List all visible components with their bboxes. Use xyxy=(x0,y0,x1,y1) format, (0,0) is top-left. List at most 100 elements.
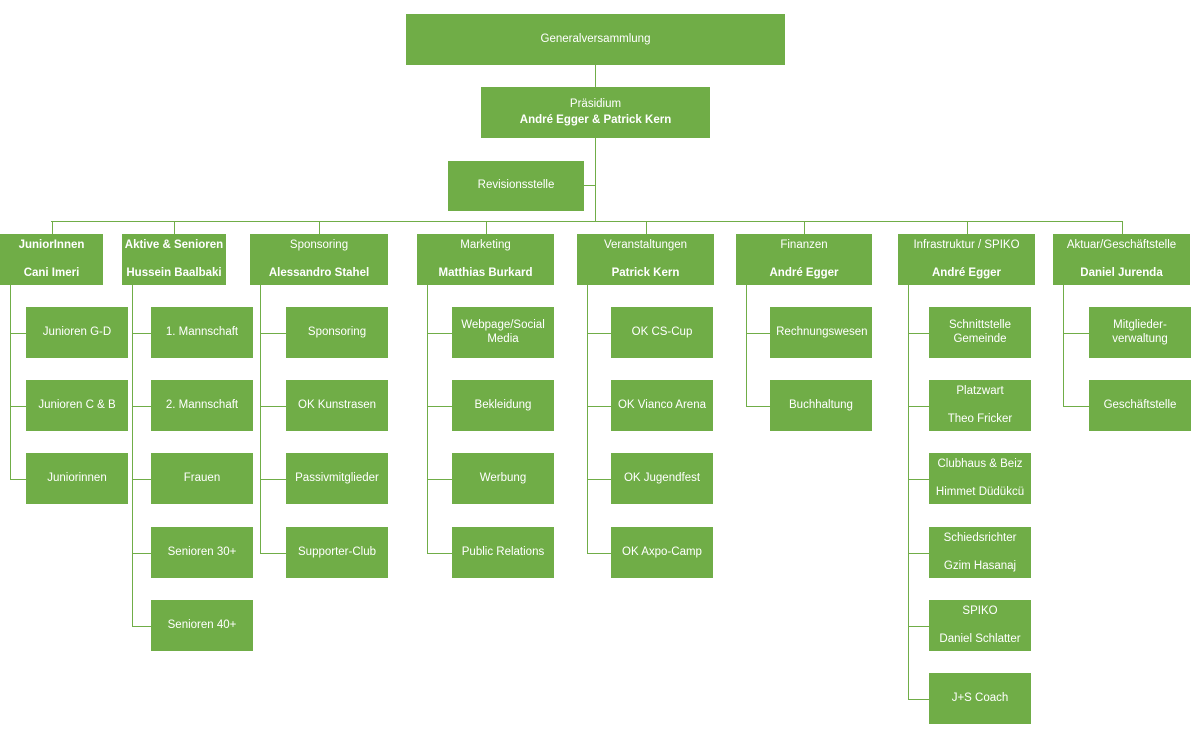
sub-unit-label: Mitglieder-verwaltung xyxy=(1112,318,1168,345)
sub-unit-label: 2. Mannschaft xyxy=(165,398,239,411)
sub-unit-label: Webpage/Social Media xyxy=(461,318,545,345)
connector-line xyxy=(587,479,611,480)
sub-unit-box[interactable]: Buchhaltung xyxy=(770,380,872,431)
connector-line xyxy=(427,285,428,553)
sub-unit-box[interactable]: Bekleidung xyxy=(452,380,554,431)
connector-line xyxy=(260,285,261,553)
connector-line xyxy=(587,553,611,554)
connector-line xyxy=(1063,285,1064,406)
sub-unit-box[interactable]: Mitglieder-verwaltung xyxy=(1089,307,1191,358)
connector-line xyxy=(587,285,588,553)
connector-line xyxy=(1063,406,1089,407)
sub-unit-box[interactable]: Schnittstelle Gemeinde xyxy=(929,307,1031,358)
sub-unit-label: Schiedsrichter xyxy=(943,531,1017,544)
department-title: JuniorInnen xyxy=(18,238,85,251)
sub-unit-box[interactable]: Public Relations xyxy=(452,527,554,578)
sub-unit-label: Buchhaltung xyxy=(789,398,853,411)
connector-line xyxy=(646,221,647,234)
sub-unit-box[interactable]: Werbung xyxy=(452,453,554,504)
sub-unit-label: OK Kunstrasen xyxy=(298,398,376,411)
sub-unit-label: Clubhaus & Beiz xyxy=(937,457,1023,470)
sub-unit-label: Supporter-Club xyxy=(298,545,376,558)
connector-line xyxy=(10,479,26,480)
department-lead: Alessandro Stahel xyxy=(268,266,370,279)
revisionsstelle-box[interactable]: Revisionsstelle xyxy=(448,161,584,211)
connector-line xyxy=(52,221,53,234)
sub-unit-label: OK Axpo-Camp xyxy=(622,545,702,558)
connector-line xyxy=(10,333,26,334)
sub-unit-label: 1. Mannschaft xyxy=(165,325,239,338)
connector-line xyxy=(486,221,487,234)
department-lead: Matthias Burkard xyxy=(438,266,533,279)
sub-unit-box[interactable]: Junioren G-D xyxy=(26,307,128,358)
connector-line xyxy=(1122,221,1123,234)
sub-unit-lead: Himmet Düdükcü xyxy=(935,485,1025,498)
sub-unit-box[interactable]: Frauen xyxy=(151,453,253,504)
sub-unit-box[interactable]: Geschäftstelle xyxy=(1089,380,1191,431)
sub-unit-label: Public Relations xyxy=(461,545,545,558)
sub-unit-box[interactable]: Senioren 40+ xyxy=(151,600,253,651)
sub-unit-label: OK CS-Cup xyxy=(631,325,693,338)
connector-line xyxy=(587,406,611,407)
revisionsstelle-label: Revisionsstelle xyxy=(477,179,555,192)
sub-unit-box[interactable]: Sponsoring xyxy=(286,307,388,358)
generalversammlung-box[interactable]: Generalversammlung xyxy=(406,14,785,65)
department-title: Aktive & Senioren xyxy=(124,238,224,251)
sub-unit-box[interactable]: Juniorinnen xyxy=(26,453,128,504)
sub-unit-box[interactable]: Supporter-Club xyxy=(286,527,388,578)
connector-line xyxy=(908,553,929,554)
sub-unit-label: J+S Coach xyxy=(951,691,1009,704)
sub-unit-box[interactable]: OK Vianco Arena xyxy=(611,380,713,431)
sub-unit-box[interactable]: Webpage/Social Media xyxy=(452,307,554,358)
connector-line xyxy=(908,285,909,699)
sub-unit-label: Juniorinnen xyxy=(47,471,107,484)
connector-line xyxy=(587,333,611,334)
praesidium-box[interactable]: Präsidium André Egger & Patrick Kern xyxy=(481,87,710,138)
connector-line xyxy=(260,553,286,554)
connector-line xyxy=(10,406,26,407)
praesidium-title: Präsidium xyxy=(569,97,622,110)
sub-unit-label: SPIKO xyxy=(962,604,998,617)
department-title: Finanzen xyxy=(780,238,828,251)
sub-unit-box[interactable]: Junioren C & B xyxy=(26,380,128,431)
connector-line xyxy=(746,333,770,334)
sub-unit-box[interactable]: 1. Mannschaft xyxy=(151,307,253,358)
sub-unit-box[interactable]: Passivmitglieder xyxy=(286,453,388,504)
connector-line xyxy=(260,479,286,480)
sub-unit-box[interactable]: OK Jugendfest xyxy=(611,453,713,504)
connector-line xyxy=(595,64,596,88)
sub-unit-label: Senioren 30+ xyxy=(167,545,237,558)
sub-unit-label: Platzwart xyxy=(956,384,1004,397)
sub-unit-box[interactable]: OK Kunstrasen xyxy=(286,380,388,431)
sub-unit-box[interactable]: 2. Mannschaft xyxy=(151,380,253,431)
sub-unit-label: Werbung xyxy=(479,471,527,484)
connector-line xyxy=(174,221,175,234)
connector-line xyxy=(260,333,286,334)
sub-unit-box[interactable]: J+S Coach xyxy=(929,673,1031,724)
connector-line xyxy=(967,221,968,234)
connector-line xyxy=(746,285,747,406)
generalversammlung-label: Generalversammlung xyxy=(540,32,651,45)
sub-unit-box[interactable]: Senioren 30+ xyxy=(151,527,253,578)
sub-unit-box[interactable]: OK Axpo-Camp xyxy=(611,527,713,578)
sub-unit-box[interactable]: OK CS-Cup xyxy=(611,307,713,358)
sub-unit-box[interactable]: Rechnungswesen xyxy=(770,307,872,358)
connector-line xyxy=(319,221,320,234)
department-title: Veranstaltungen xyxy=(603,238,688,251)
connector-line xyxy=(746,406,770,407)
connector-line xyxy=(51,221,1123,222)
praesidium-names: André Egger & Patrick Kern xyxy=(519,113,672,126)
sub-unit-label: Bekleidung xyxy=(474,398,532,411)
